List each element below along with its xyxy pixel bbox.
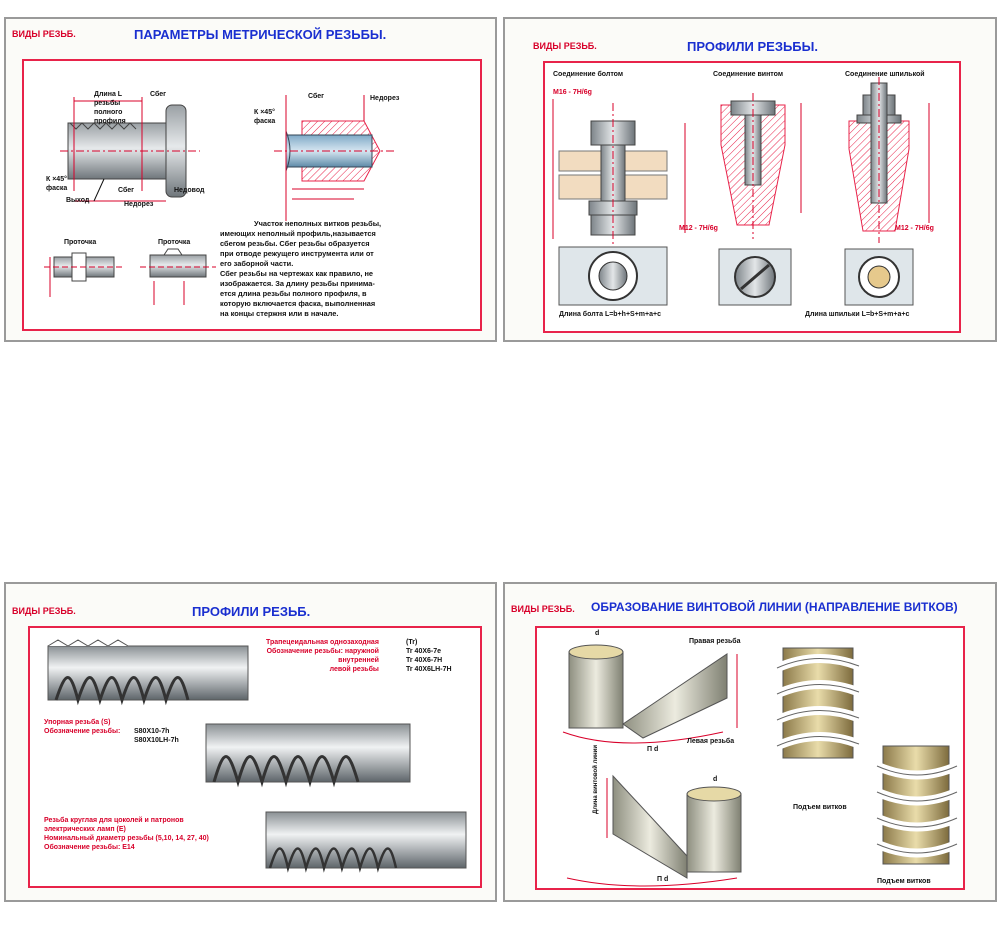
- bolt-thread-drawing: [44, 95, 396, 305]
- drawing-frame: Правая резьба Левая резьба П d П d d d Д…: [535, 626, 965, 890]
- drawing-frame: Соединение болтом Соединение винтом Соед…: [543, 61, 961, 333]
- section-label: ВИДЫ РЕЗЬБ.: [511, 604, 575, 614]
- label-k45-a: К ×45°: [46, 176, 67, 183]
- drawing-frame: Трапецеидальная однозаходная Обозначение…: [28, 626, 482, 888]
- label-dlina: Длина L: [94, 91, 123, 98]
- dim-screw: М12 - 7Н/6g: [679, 225, 718, 232]
- panel-title: ПРОФИЛИ РЕЗЬБ.: [192, 604, 311, 619]
- label-nedovod: Недовод: [174, 187, 205, 194]
- label-nedorez: Недорез: [124, 201, 154, 208]
- col-header-stud: Соединение шпилькой: [845, 71, 925, 78]
- label-left-thread: Левая резьба: [687, 738, 735, 745]
- label-protochka-2: Проточка: [158, 239, 191, 246]
- footer-stud-length: Длина шпильки L=b+S+m+a+c: [805, 311, 910, 318]
- panel-thread-profiles: ВИДЫ РЕЗЬБ. ПРОФИЛИ РЕЗЬБ. Трапецеидальн…: [4, 582, 497, 902]
- dim-bolt: М16 - 7Н/6g: [553, 89, 592, 96]
- buttress-text-right: S80Х10-7h S80Х10LH-7h: [134, 728, 179, 744]
- panel-thread-connections: ВИДЫ РЕЗЬБ. ПРОФИЛИ РЕЗЬБЫ.: [503, 17, 997, 342]
- col-header-bolt: Соединение болтом: [553, 71, 624, 78]
- panel-metric-thread-params: ВИДЫ РЕЗЬБ. ПАРАМЕТРЫ МЕТРИЧЕСКОЙ РЕЗЬБЫ…: [4, 17, 497, 342]
- label-k45-b: К ×45°: [254, 109, 275, 116]
- footer-bolt-length: Длина болта L=b+h+S+m+a+c: [559, 311, 661, 318]
- label-sbeg-2: Сбег: [118, 187, 135, 194]
- label-profilya: профиля: [94, 118, 126, 125]
- label-rezby: резьбы: [94, 100, 121, 107]
- label-d-1: d: [595, 630, 600, 637]
- label-sbeg-3: Сбег: [308, 93, 325, 100]
- label-pd-1: П d: [647, 746, 659, 753]
- section-label: ВИДЫ РЕЗЬБ.: [533, 41, 597, 51]
- label-lift-2: Подъем витков: [877, 878, 931, 885]
- label-pd-2: П d: [657, 876, 669, 883]
- label-helix-length: Длина винтовой линии: [593, 744, 599, 814]
- label-d-2: d: [713, 776, 718, 783]
- section-label: ВИДЫ РЕЗЬБ.: [12, 29, 76, 39]
- buttress-text-left: Упорная резьба (S) Обозначение резьбы:: [44, 719, 121, 735]
- panel-title: ПРОФИЛИ РЕЗЬБЫ.: [687, 39, 818, 54]
- round-thread-text: Резьба круглая для цоколей и патронов эл…: [44, 817, 209, 851]
- label-right-thread: Правая резьба: [689, 638, 741, 645]
- label-faska: фаска: [46, 185, 68, 192]
- dim-stud: М12 - 7Н/6g: [895, 225, 934, 232]
- label-vyhod: Выход: [66, 197, 90, 204]
- label-polnogo: полного: [94, 109, 123, 116]
- panel-title: ОБРАЗОВАНИЕ ВИНТОВОЙ ЛИНИИ (НАПРАВЛЕНИЕ …: [591, 600, 958, 614]
- panel-title: ПАРАМЕТРЫ МЕТРИЧЕСКОЙ РЕЗЬБЫ.: [134, 27, 387, 42]
- label-lift-1: Подъем витков: [793, 804, 847, 811]
- drawing-frame: Сбег Длина L резьбы полного профиля К ×4…: [22, 59, 482, 331]
- col-header-screw: Соединение винтом: [713, 71, 783, 78]
- label-nedorez-2: Недорез: [370, 95, 400, 102]
- label-protochka-1: Проточка: [64, 239, 97, 246]
- trapez-text-left: Трапецеидальная однозаходная Обозначение…: [266, 639, 379, 673]
- label-sbeg: Сбег: [150, 91, 167, 98]
- section-label: ВИДЫ РЕЗЬБ.: [12, 606, 76, 616]
- thread-profiles-drawing: [47, 639, 467, 873]
- trapez-text-right: (Tr) Tr 40X6-7е Tr 40X6-7H Tr 40X6LH-7H: [406, 639, 452, 673]
- connections-drawing: [552, 77, 930, 306]
- helix-drawing: [562, 644, 959, 887]
- panel-helix-formation: ВИДЫ РЕЗЬБ. ОБРАЗОВАНИЕ ВИНТОВОЙ ЛИНИИ (…: [503, 582, 997, 902]
- label-faska-2: фаска: [254, 118, 276, 125]
- thread-runout-paragraph: Участок неполных витков резьбы, имеющих …: [220, 219, 382, 318]
